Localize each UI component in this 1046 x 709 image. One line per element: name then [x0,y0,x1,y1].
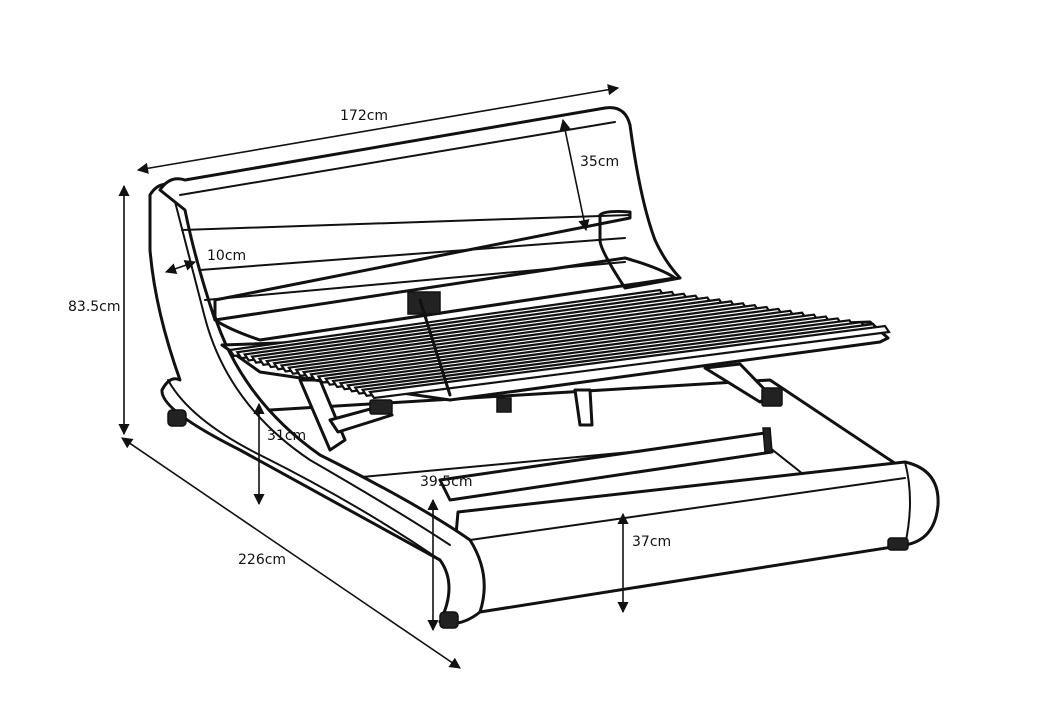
end-height-label: 39.5cm [420,474,473,490]
dimension-labels: 172cm 35cm 10cm 83.5cm 31cm 39.5cm 37cm … [68,108,671,568]
headboard-height-dimension-line [559,118,590,232]
foot-panel-height-label: 37cm [632,534,671,550]
headboard-height-label: 35cm [580,154,619,170]
rail-width-label: 10cm [207,248,246,264]
slat [368,324,891,400]
center-support-rail [418,298,452,397]
width-label: 172cm [340,108,388,124]
length-label: 226cm [238,552,286,568]
storage-box [268,378,907,502]
width-dimension-line [136,84,620,174]
total-height-label: 83.5cm [68,299,121,315]
bed-frame [148,106,940,629]
length-dimension-line [121,437,461,669]
rear-base-height-label: 31cm [267,428,306,444]
dimension-lines [118,84,629,669]
lift-struts [298,291,783,452]
rail-width-dimension-line [164,259,197,275]
slat-platform [220,288,891,402]
